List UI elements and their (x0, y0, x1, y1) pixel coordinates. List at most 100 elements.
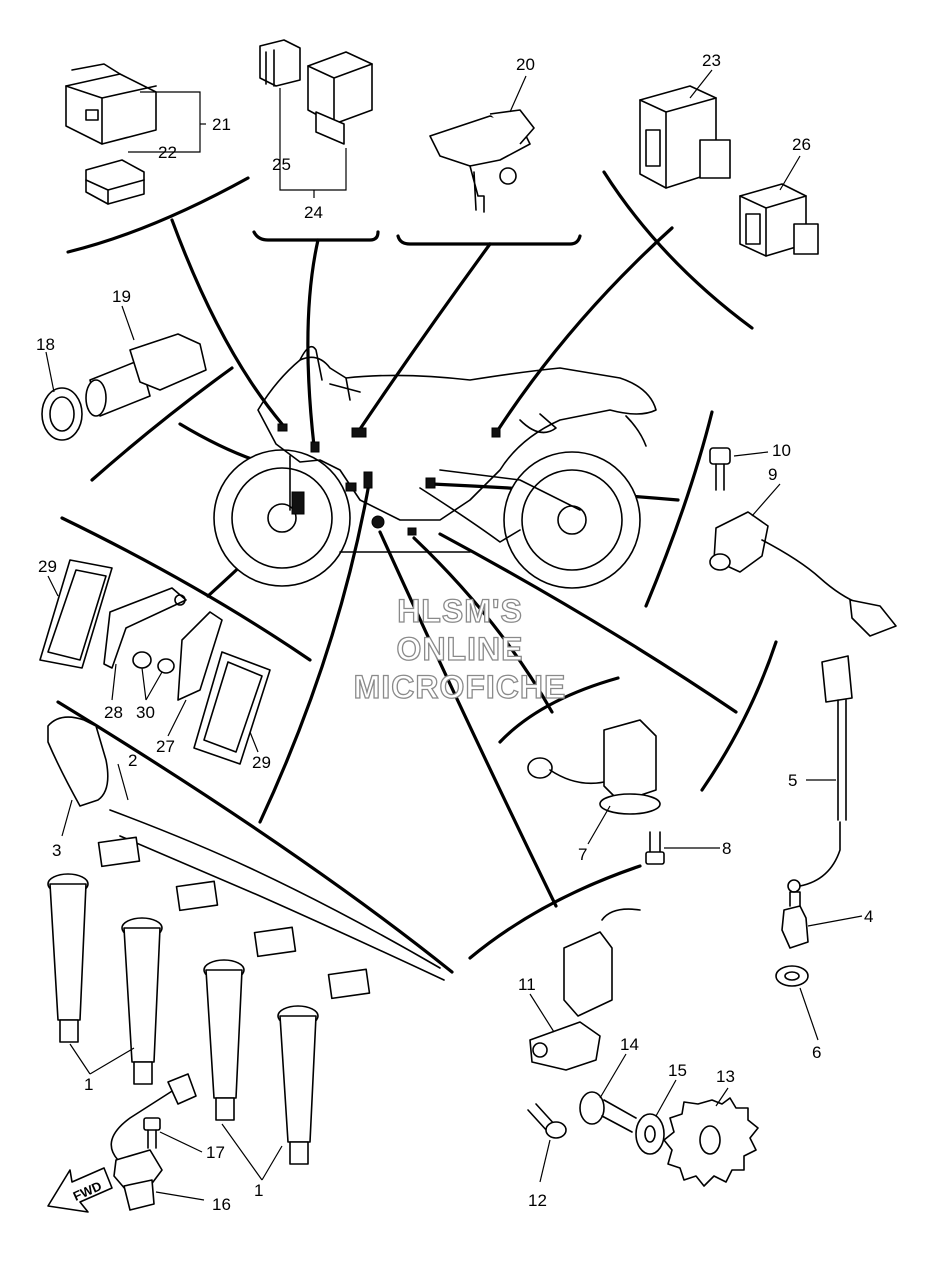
part-26-relay-unit (739, 183, 819, 257)
callout-8: 8 (722, 839, 731, 858)
callout-5: 5 (788, 771, 797, 790)
part-4-switch (781, 891, 809, 949)
watermark-line2: ONLINE (397, 631, 524, 667)
group-brackets (56, 170, 778, 974)
part-8-bolt (645, 831, 665, 865)
leader-7 (587, 805, 611, 845)
coil-1 (47, 873, 89, 1043)
callout-20: 20 (516, 55, 535, 74)
leader-11 (529, 993, 555, 1033)
leader-26 (779, 155, 801, 191)
callout-25: 25 (272, 155, 291, 174)
callout-9: 9 (768, 465, 777, 484)
leader-6 (799, 987, 819, 1041)
callout-14: 14 (620, 1035, 639, 1054)
leaders-21-22 (128, 91, 206, 153)
callout-19: 19 (112, 287, 131, 306)
leader-16 (155, 1191, 205, 1201)
callout-3: 3 (52, 841, 61, 860)
leader-9 (751, 483, 781, 517)
leader-3 (61, 799, 73, 837)
part-12-bolt (527, 1103, 567, 1139)
leader-14 (599, 1053, 627, 1099)
callout-13: 13 (716, 1067, 735, 1086)
leader-13 (715, 1087, 729, 1107)
callout-7: 7 (578, 845, 587, 864)
part-16-sensor (110, 1073, 197, 1211)
part-28-bracket (103, 587, 187, 669)
part-13-sprocket (663, 1097, 759, 1187)
part-11-crank-sensor (529, 908, 641, 1071)
fwd-arrow-icon: FWD (47, 1167, 113, 1213)
part-7-speed-sensor (527, 719, 661, 815)
callout-18: 18 (36, 335, 55, 354)
callout-11: 11 (518, 975, 536, 994)
part-5-sensor-lead (787, 655, 853, 893)
leaders-24-25 (279, 88, 347, 198)
leader-15 (655, 1079, 677, 1117)
part-19-temperature-sensor (85, 333, 207, 417)
part-3-clamp (47, 716, 109, 807)
motorcycle-outline (213, 345, 657, 589)
callout-6: 6 (812, 1043, 821, 1062)
part-23-control-unit (639, 85, 731, 189)
coil-2 (121, 917, 163, 1085)
part-21-relay (65, 63, 157, 145)
leader-10 (733, 451, 769, 457)
coil-3 (203, 959, 245, 1121)
callout-23: 23 (702, 51, 721, 70)
part-1-ignition-coils (47, 873, 319, 1165)
watermark-line3: MICROFICHE (354, 669, 567, 705)
leader-17 (159, 1131, 203, 1153)
callout-21: 21 (212, 115, 231, 134)
leader-4 (807, 915, 863, 927)
leader-29a (47, 575, 59, 597)
part-18-gasket (41, 387, 83, 441)
part-17-bolt (143, 1117, 161, 1149)
leader-1b (221, 1123, 283, 1181)
callout-16: 16 (212, 1195, 231, 1214)
callout-30: 30 (136, 703, 155, 722)
callout-22: 22 (158, 143, 177, 162)
part-2-wire-harness (97, 809, 445, 1000)
part-20-pressure-sensor (429, 109, 535, 213)
part-25-fuse (259, 39, 301, 87)
leader-28 (111, 663, 117, 701)
part-24-relay (307, 51, 373, 145)
watermark: HLSM'S ONLINE MICROFICHE (353, 592, 567, 705)
part-9-position-sensor (709, 511, 897, 637)
callout-29-left: 29 (38, 557, 57, 576)
callout-10: 10 (772, 441, 791, 460)
leader-2 (117, 763, 129, 801)
callout-2: 2 (128, 751, 137, 770)
callout-24: 24 (304, 203, 323, 222)
part-15-washer (635, 1113, 665, 1155)
part-29-reflector-rear (39, 559, 113, 669)
leader-30 (141, 667, 163, 701)
callout-1-right: 1 (254, 1181, 263, 1200)
coil-4 (277, 1005, 319, 1165)
callout-4: 4 (864, 907, 873, 926)
part-10-screw (709, 447, 731, 491)
callout-26: 26 (792, 135, 811, 154)
callout-28: 28 (104, 703, 123, 722)
leader-1a (69, 1043, 135, 1075)
callout-15: 15 (668, 1061, 687, 1080)
leader-19 (121, 305, 135, 341)
callout-27: 27 (156, 737, 175, 756)
leader-23 (689, 69, 713, 99)
callout-29-right: 29 (252, 753, 271, 772)
part-29-reflector-front (193, 651, 271, 765)
leader-27 (167, 699, 187, 737)
part-30-nut (132, 651, 175, 674)
part-14-bolt (579, 1091, 637, 1133)
callout-17: 17 (206, 1143, 225, 1162)
part-6-washer (775, 965, 809, 987)
leader-12 (539, 1139, 551, 1183)
part-22-connector (85, 159, 145, 205)
callout-12: 12 (528, 1191, 547, 1210)
leader-29b (249, 731, 259, 753)
part-27-bracket (177, 611, 223, 701)
watermark-line1: HLSM'S (397, 593, 523, 629)
